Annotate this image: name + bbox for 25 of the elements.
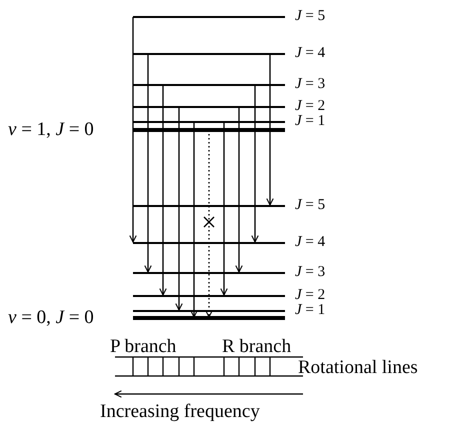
transition-arrow xyxy=(159,85,167,296)
level-label: J = 4 xyxy=(295,234,326,250)
level-label: J = 3 xyxy=(295,76,326,92)
transition-arrow xyxy=(190,122,198,318)
transition-arrow xyxy=(175,107,183,311)
level-label: J = 5 xyxy=(295,197,326,213)
transition-arrow xyxy=(144,54,152,273)
level-label: J = 4 xyxy=(295,45,326,61)
branch-label: R branch xyxy=(222,337,292,357)
transition-arrow xyxy=(251,85,259,243)
transition-arrow xyxy=(235,107,243,273)
transition-arrow xyxy=(266,54,274,206)
level-label: J = 5 xyxy=(295,8,326,24)
level-label: v = 0, J = 0 xyxy=(8,308,94,328)
level-label: J = 2 xyxy=(295,98,326,114)
axis-label: Increasing frequency xyxy=(100,402,260,422)
transition-arrow xyxy=(220,122,228,296)
transition-arrow xyxy=(129,17,137,243)
level-label: J = 1 xyxy=(295,113,326,129)
level-label: J = 2 xyxy=(295,287,326,303)
spectrum-label: Rotational lines xyxy=(298,358,418,378)
branch-label: P branch xyxy=(110,337,176,357)
level-label: J = 3 xyxy=(295,264,326,280)
level-label: v = 1, J = 0 xyxy=(8,120,94,140)
level-label: J = 1 xyxy=(295,302,326,318)
